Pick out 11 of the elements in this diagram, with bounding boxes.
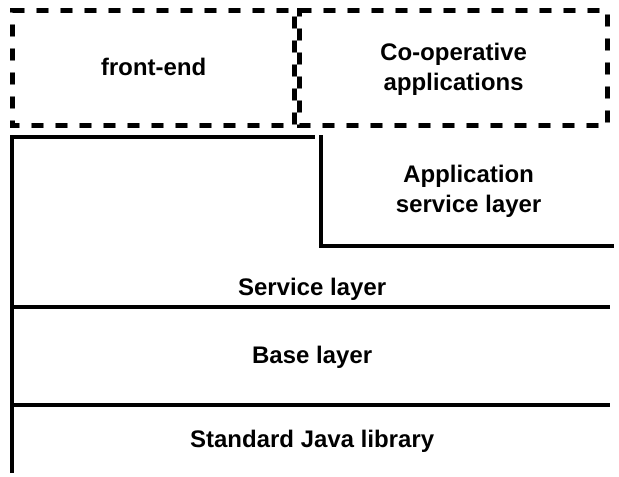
dashed-box <box>297 8 610 128</box>
layer-label: Service layer <box>238 273 386 303</box>
layer-label: Application service layer <box>394 160 542 220</box>
dashed-box <box>10 8 297 128</box>
layer-panel <box>10 305 610 403</box>
layer-label: Base layer <box>252 341 372 371</box>
layer-label: Standard Java library <box>190 425 434 455</box>
layer-label: front-end <box>100 53 206 83</box>
layer-label: Co-operative applications <box>379 38 528 98</box>
layer-panel <box>319 135 614 248</box>
layer-panel <box>10 403 610 473</box>
